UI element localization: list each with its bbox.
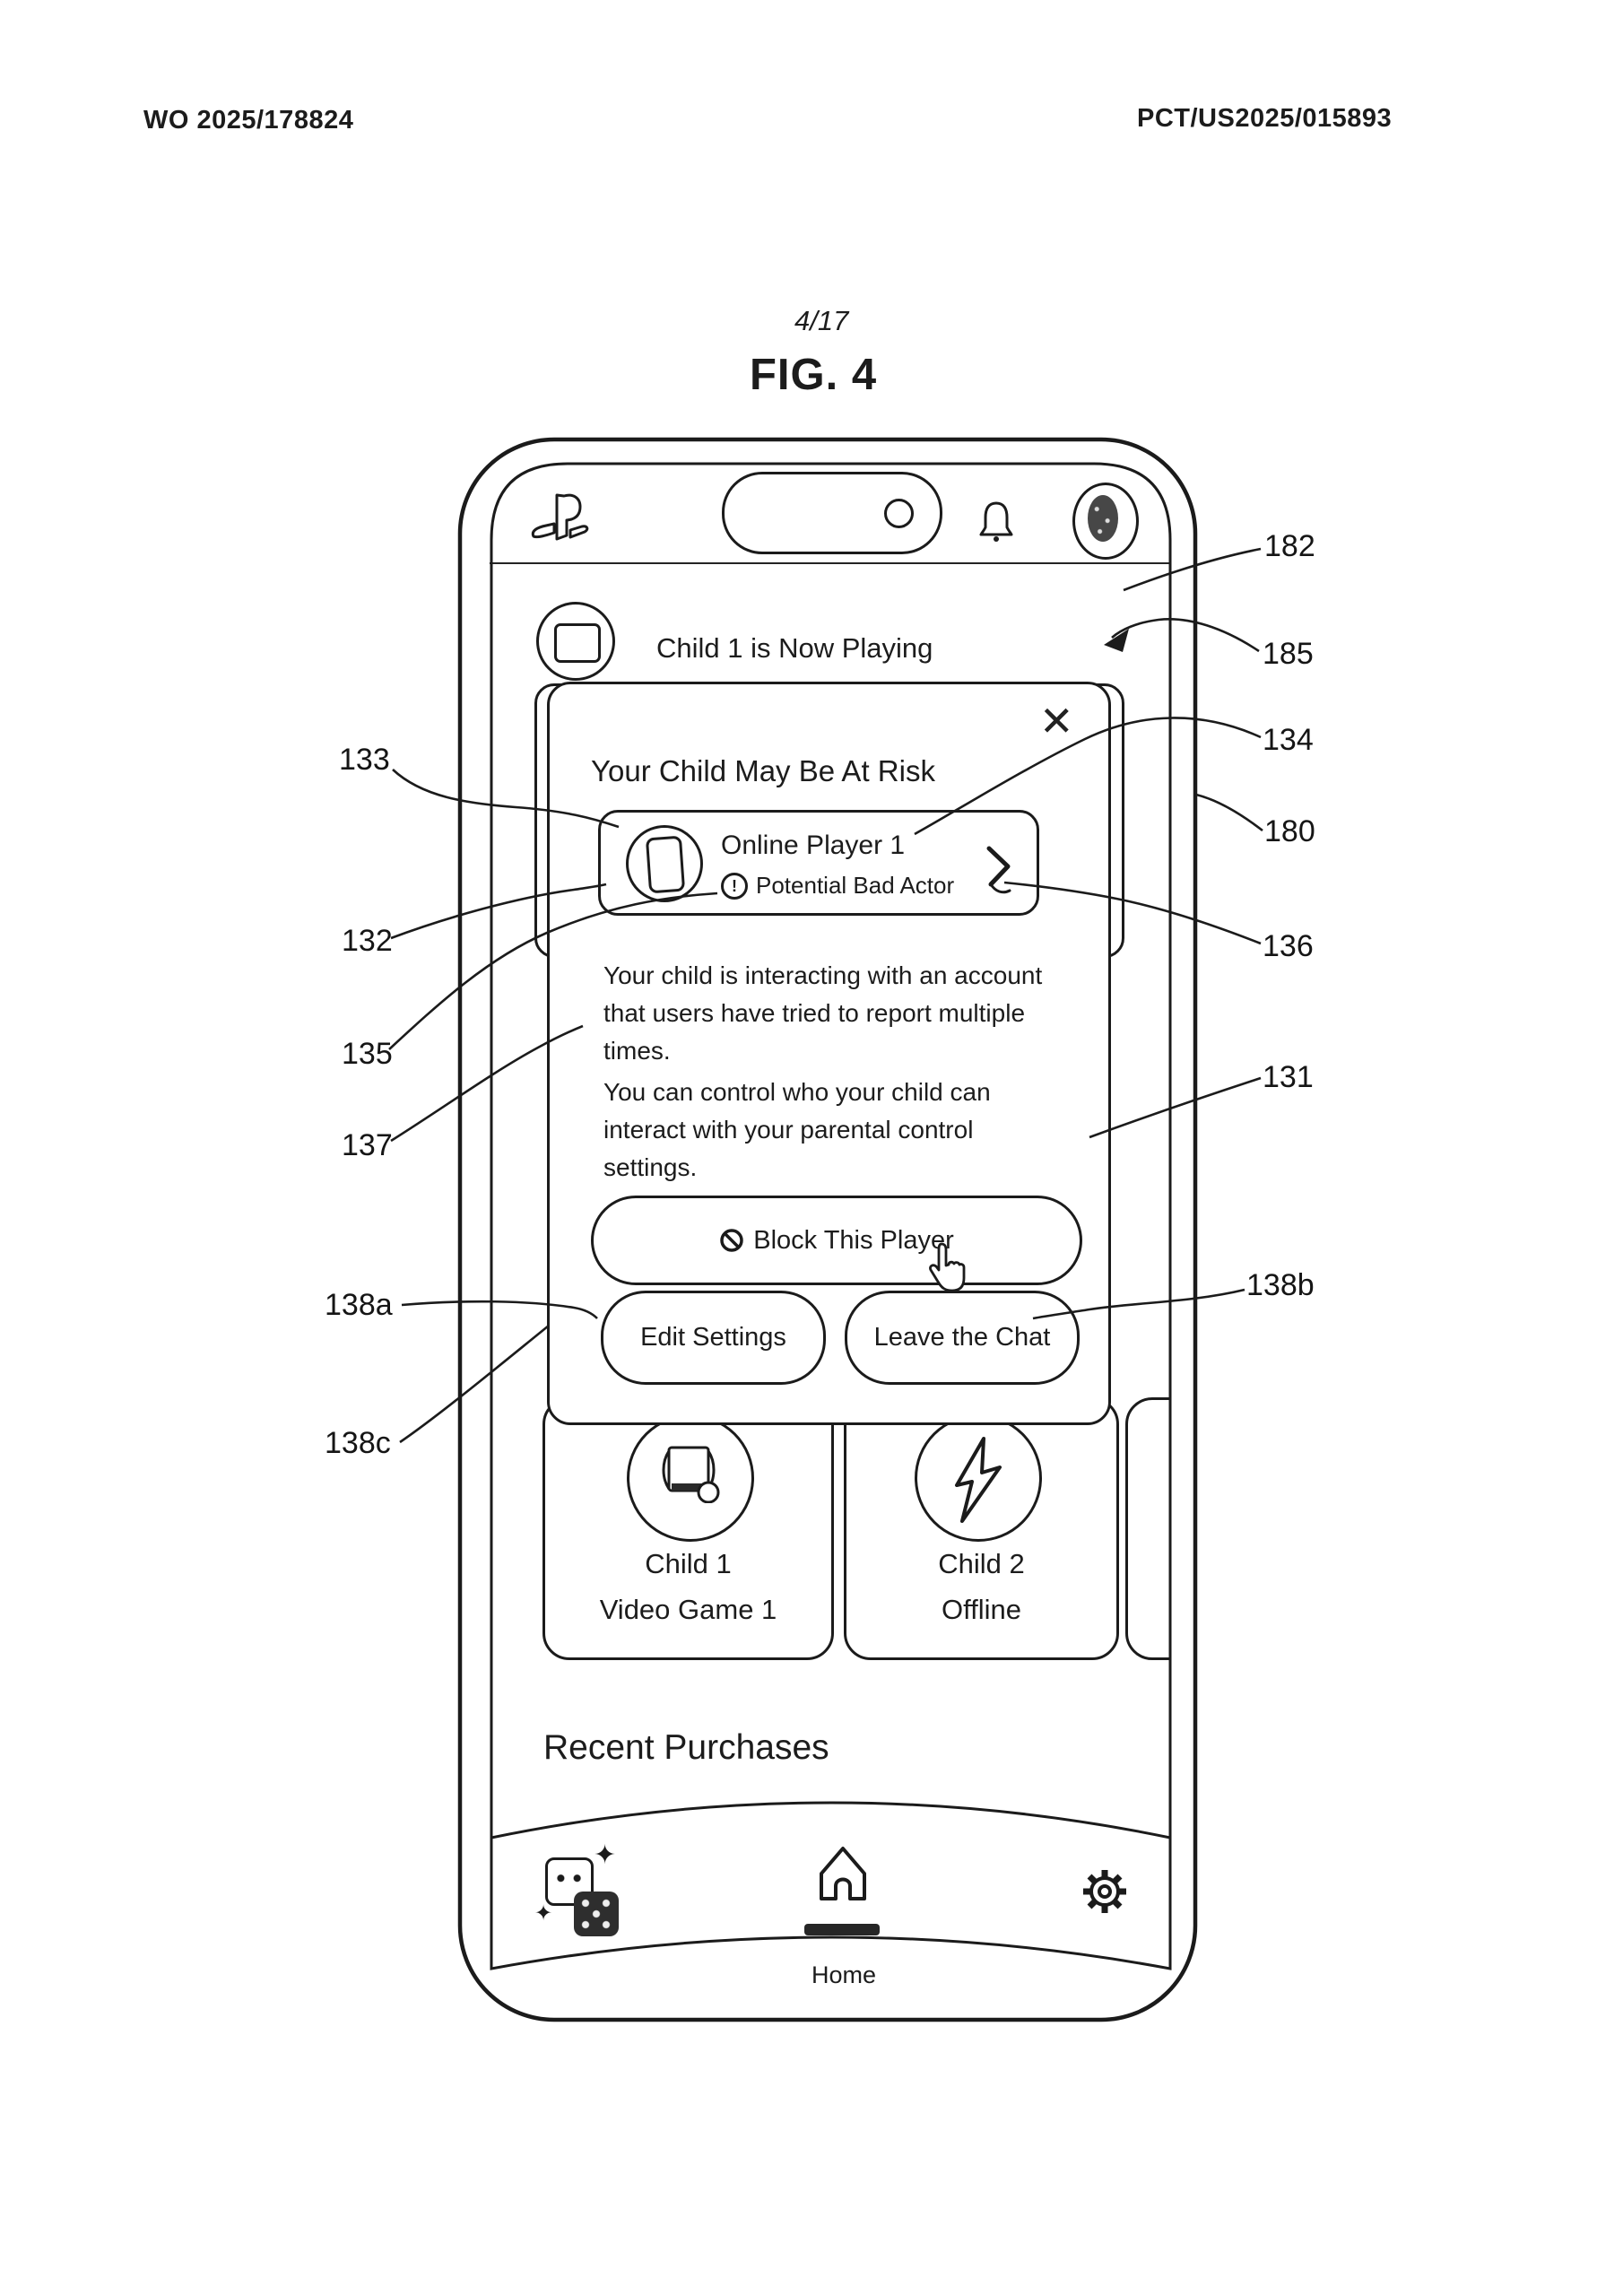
edit-settings-label: Edit Settings: [640, 1323, 786, 1352]
block-player-label: Block This Player: [753, 1225, 954, 1255]
home-nav-label: Home: [811, 1961, 877, 1988]
game-avatar-circle: [627, 1414, 754, 1542]
video-game-icon: [662, 1446, 720, 1503]
block-player-button: Block This Player: [591, 1196, 1082, 1285]
ref-numeral-136: 136: [1263, 929, 1314, 963]
lightning-icon: [955, 1437, 1002, 1523]
statusbar-divider: [490, 562, 1170, 564]
player-status-label: Potential Bad Actor: [756, 872, 955, 899]
risk-alert-dialog: Your Child May Be At Risk ✕ Online Playe…: [547, 682, 1111, 1425]
close-icon: ✕: [1039, 698, 1074, 744]
offline-avatar-circle: [915, 1414, 1042, 1542]
block-icon: [720, 1229, 743, 1252]
child1-activity: Video Game 1: [599, 1594, 777, 1625]
ref-numeral-185: 185: [1263, 637, 1314, 671]
playstation-logo-icon: [531, 493, 589, 541]
now-playing-banner: Child 1 is Now Playing: [656, 632, 933, 664]
dialog-body-paragraph: You can control who your child can inter…: [603, 1078, 991, 1181]
dialog-title: Your Child May Be At Risk: [591, 754, 935, 787]
warning-icon: !: [721, 872, 748, 900]
section-heading: Recent Purchases: [543, 1728, 829, 1767]
publication-number: WO 2025/178824: [143, 106, 354, 135]
ref-numeral-132: 132: [342, 924, 393, 958]
child2-card: Child 2 Offline: [844, 1397, 1119, 1660]
notifications-bell-icon: [979, 501, 1013, 542]
screen-glyph: [554, 623, 601, 663]
ref-numeral-133: 133: [339, 743, 390, 777]
child2-activity: Offline: [941, 1594, 1022, 1625]
ref-numeral-182: 182: [1264, 529, 1315, 563]
home-indicator: [804, 1924, 880, 1935]
nav-games-item: ✦ ✦: [534, 1840, 628, 1949]
leave-chat-label: Leave the Chat: [873, 1323, 1051, 1352]
profile-avatar-face: [1088, 495, 1118, 542]
player-avatar-icon: [626, 825, 703, 902]
ref-numeral-180: 180: [1264, 814, 1315, 848]
ref-numeral-134: 134: [1263, 723, 1314, 757]
ref-numeral-135: 135: [342, 1037, 393, 1071]
dice-icon-dark: [574, 1892, 619, 1936]
ref-numeral-131: 131: [1263, 1060, 1314, 1094]
child1-card: Child 1 Video Game 1: [542, 1397, 834, 1660]
player-name: Online Player 1: [721, 831, 906, 860]
camera-island: [722, 472, 942, 554]
player-status-row: ! Potential Bad Actor: [721, 872, 954, 900]
edit-settings-button: Edit Settings: [601, 1291, 826, 1385]
next-card-partial: [1125, 1397, 1170, 1660]
figure-label: FIG. 4: [750, 351, 878, 399]
sparkle-icon: ✦: [594, 1840, 617, 1870]
child1-name: Child 1: [645, 1548, 732, 1579]
ref-numeral-138c: 138c: [325, 1426, 391, 1460]
settings-gear-icon: [1083, 1870, 1126, 1913]
now-playing-screen-icon: [536, 602, 615, 681]
ref-numeral-138a: 138a: [325, 1288, 393, 1322]
leave-chat-button: Leave the Chat: [845, 1291, 1080, 1385]
online-player-card: Online Player 1 ! Potential Bad Actor: [598, 810, 1039, 916]
home-icon: [820, 1847, 866, 1900]
ref-numeral-137: 137: [342, 1128, 393, 1162]
ref-numeral-138b: 138b: [1246, 1268, 1315, 1302]
sparkle-icon: ✦: [534, 1901, 553, 1926]
hand-cursor-icon: [929, 1242, 966, 1292]
sheet-index: 4/17: [794, 305, 849, 336]
player-avatar-glyph: [645, 835, 686, 894]
camera-lens-icon: [884, 499, 914, 528]
child2-name: Child 2: [938, 1548, 1025, 1579]
application-number: PCT/US2025/015893: [1137, 104, 1393, 133]
chevron-right-icon: [986, 846, 1011, 894]
dialog-body-paragraph: Your child is interacting with an accoun…: [603, 961, 1043, 1065]
phone-screen: Child 1 is Now Playing Child 1 Video Gam…: [490, 462, 1170, 2018]
profile-avatar: [1072, 483, 1139, 560]
